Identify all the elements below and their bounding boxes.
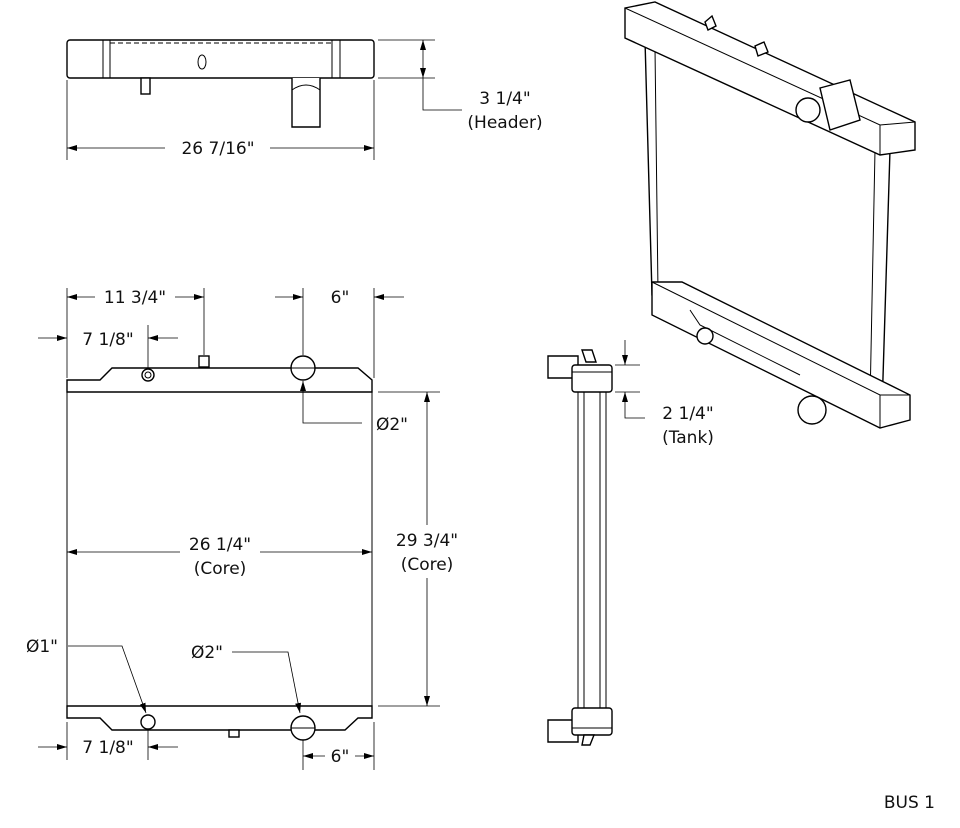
header-note: (Header) <box>467 113 542 133</box>
core-width-label: 26 1/4" <box>189 535 251 555</box>
top-view: 26 7/16" 3 1/4" (Header) <box>66 39 543 160</box>
right-offset-bottom-label: 6" <box>331 747 350 767</box>
core-height-note: (Core) <box>401 555 454 575</box>
front-view: 11 3/4" 6" 7 1/8" Ø2" 26 1/4" (Core) 29 … <box>26 288 458 770</box>
side-view: 2 1/4" (Tank) <box>547 340 714 746</box>
drawing-title: BUS 1 <box>884 793 935 813</box>
core-height-label: 29 3/4" <box>396 531 458 551</box>
left-offset-top-label: 7 1/8" <box>82 330 133 350</box>
top-outlet-dia-label: Ø2" <box>376 415 408 435</box>
tank-height-label: 2 1/4" <box>662 404 713 424</box>
tank-note: (Tank) <box>662 428 714 448</box>
right-offset-top-label: 6" <box>331 288 350 308</box>
isometric-view <box>624 1 916 429</box>
inlet-offset-label: 11 3/4" <box>104 288 166 308</box>
header-height-label: 3 1/4" <box>479 89 530 109</box>
drain-dia-label: Ø1" <box>26 637 58 657</box>
header-width-label: 26 7/16" <box>181 139 254 159</box>
core-width-note: (Core) <box>194 559 247 579</box>
bottom-outlet-dia-label: Ø2" <box>191 643 223 663</box>
left-offset-bottom-label: 7 1/8" <box>82 738 133 758</box>
